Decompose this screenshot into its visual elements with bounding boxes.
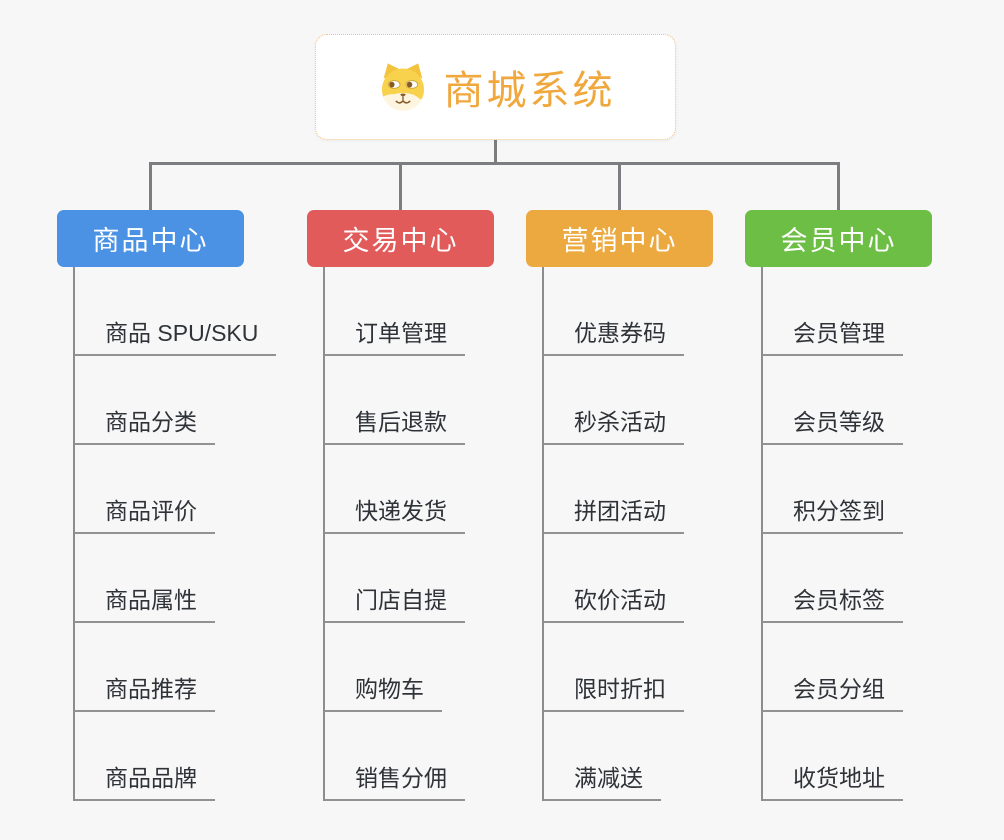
branch-item-row: 商品品牌: [75, 712, 276, 801]
branch-item[interactable]: 门店自提: [325, 581, 465, 623]
dog-icon: [381, 63, 424, 111]
branch-item-row: 会员分组: [763, 623, 932, 712]
branch-item[interactable]: 购物车: [325, 670, 442, 712]
branch-item-row: 会员标签: [763, 534, 932, 623]
branch-item[interactable]: 商品推荐: [75, 670, 215, 712]
branch-item-row: 售后退款: [325, 356, 494, 445]
branch-item-row: 门店自提: [325, 534, 494, 623]
branch-item-row: 砍价活动: [544, 534, 713, 623]
branch-item-row: 购物车: [325, 623, 494, 712]
branch-member-center: 会员中心会员管理会员等级积分签到会员标签会员分组收货地址: [745, 210, 932, 801]
branch-item-row: 商品属性: [75, 534, 276, 623]
branch-item-row: 优惠券码: [544, 267, 713, 356]
branch-item[interactable]: 会员等级: [763, 403, 903, 445]
branch-item-row: 快递发货: [325, 445, 494, 534]
branch-item[interactable]: 限时折扣: [544, 670, 684, 712]
branch-header-product-center[interactable]: 商品中心: [57, 210, 244, 267]
branch-item-list: 优惠券码秒杀活动拼团活动砍价活动限时折扣满减送: [542, 267, 713, 801]
branch-item-row: 秒杀活动: [544, 356, 713, 445]
branch-header-marketing-center[interactable]: 营销中心: [526, 210, 713, 267]
branch-item-row: 商品分类: [75, 356, 276, 445]
branch-marketing-center: 营销中心优惠券码秒杀活动拼团活动砍价活动限时折扣满减送: [526, 210, 713, 801]
branch-item-row: 拼团活动: [544, 445, 713, 534]
branch-item-row: 满减送: [544, 712, 713, 801]
branch-item[interactable]: 会员分组: [763, 670, 903, 712]
branch-item-row: 会员等级: [763, 356, 932, 445]
branch-item-row: 限时折扣: [544, 623, 713, 712]
branch-item[interactable]: 订单管理: [325, 314, 465, 356]
branch-item-row: 积分签到: [763, 445, 932, 534]
branch-item-row: 商品评价: [75, 445, 276, 534]
branch-item[interactable]: 优惠券码: [544, 314, 684, 356]
branch-item-row: 商品 SPU/SKU: [75, 267, 277, 356]
branch-header-trade-center[interactable]: 交易中心: [307, 210, 494, 267]
branch-header-label: 商品中心: [92, 226, 209, 256]
branch-header-label: 会员中心: [780, 226, 897, 256]
branch-item[interactable]: 商品 SPU/SKU: [75, 314, 277, 356]
branch-trade-center: 交易中心订单管理售后退款快递发货门店自提购物车销售分佣: [307, 210, 494, 801]
branch-header-member-center[interactable]: 会员中心: [745, 210, 932, 267]
branch-item[interactable]: 会员标签: [763, 581, 903, 623]
branch-item-list: 订单管理售后退款快递发货门店自提购物车销售分佣: [323, 267, 494, 801]
branch-item[interactable]: 满减送: [544, 759, 661, 801]
root-title: 商城系统: [443, 69, 616, 113]
branch-item[interactable]: 砍价活动: [544, 581, 684, 623]
branch-item[interactable]: 快递发货: [325, 492, 465, 534]
branch-item[interactable]: 商品评价: [75, 492, 215, 534]
branch-item[interactable]: 商品分类: [75, 403, 215, 445]
branch-item-list: 商品 SPU/SKU 商品分类商品评价商品属性商品推荐商品品牌: [73, 267, 277, 801]
branch-item[interactable]: 销售分佣: [325, 759, 465, 801]
branch-item-row: 销售分佣: [325, 712, 494, 801]
branch-item-row: 会员管理: [763, 267, 932, 356]
branch-header-label: 营销中心: [561, 226, 678, 256]
branch-item-row: 商品推荐: [75, 623, 276, 712]
branch-item[interactable]: 商品属性: [75, 581, 215, 623]
branch-item-list: 会员管理会员等级积分签到会员标签会员分组收货地址: [761, 267, 932, 801]
root-node[interactable]: 商城系统: [315, 34, 676, 140]
branch-item-row: 订单管理: [325, 267, 494, 356]
branch-item[interactable]: 会员管理: [763, 314, 903, 356]
branch-item[interactable]: 售后退款: [325, 403, 465, 445]
branch-item[interactable]: 积分签到: [763, 492, 903, 534]
branch-product-center: 商品中心商品 SPU/SKU 商品分类商品评价商品属性商品推荐商品品牌: [57, 210, 277, 801]
branch-item[interactable]: 收货地址: [763, 759, 903, 801]
branch-header-label: 交易中心: [342, 226, 459, 256]
branch-item[interactable]: 商品品牌: [75, 759, 215, 801]
branch-item[interactable]: 拼团活动: [544, 492, 684, 534]
branch-item-row: 收货地址: [763, 712, 932, 801]
branch-item[interactable]: 秒杀活动: [544, 403, 684, 445]
